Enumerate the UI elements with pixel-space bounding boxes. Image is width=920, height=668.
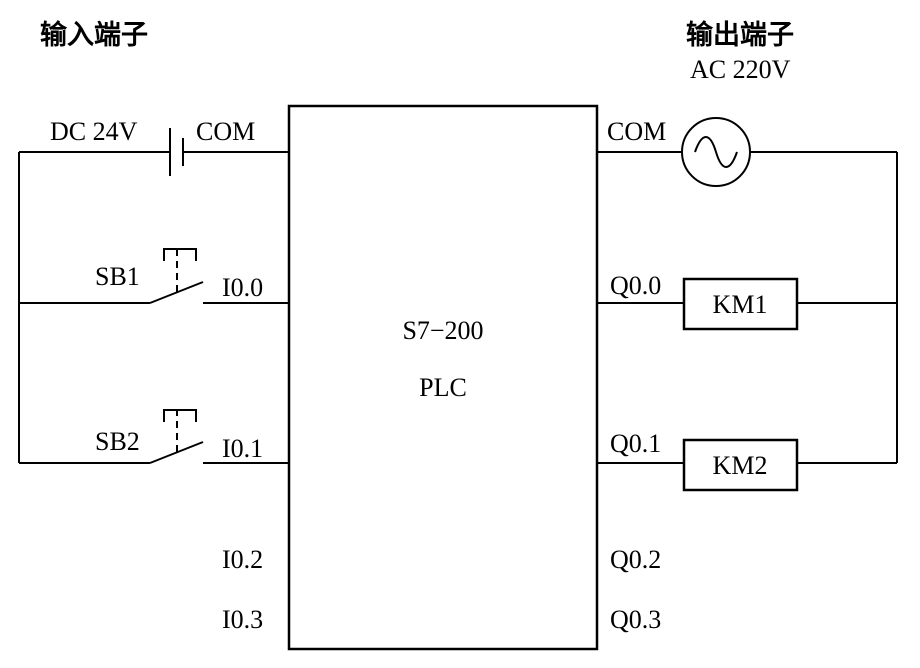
coil-km2-label: KM2 <box>713 451 768 480</box>
sb2-label: SB2 <box>95 427 140 456</box>
plc-name-label: PLC <box>419 373 467 402</box>
plc-model-label: S7−200 <box>402 316 483 345</box>
terminal-q01-label: Q0.1 <box>610 429 661 458</box>
terminal-i02-label: I0.2 <box>222 545 263 574</box>
coil-km2-box <box>682 438 799 492</box>
coil-km1-label: KM1 <box>713 290 768 319</box>
dc-supply-label: DC 24V <box>50 117 138 146</box>
battery-icon <box>169 128 184 176</box>
terminal-i03-label: I0.3 <box>222 605 263 634</box>
input-com-label: COM <box>196 117 255 146</box>
pushbutton-sb1-icon <box>149 248 204 304</box>
terminal-q00-label: Q0.0 <box>610 271 661 300</box>
terminal-q02-label: Q0.2 <box>610 545 661 574</box>
terminal-i00-label: I0.0 <box>222 273 263 302</box>
terminal-q03-label: Q0.3 <box>610 605 661 634</box>
ac-source-icon <box>681 117 751 187</box>
input-terminals-heading: 输入端子 <box>40 19 148 51</box>
sb1-label: SB1 <box>95 262 140 291</box>
terminal-i01-label: I0.1 <box>222 434 263 463</box>
output-terminals-heading: 输出端子 <box>686 19 794 51</box>
ac-supply-label: AC 220V <box>690 55 791 84</box>
pushbutton-sb2-icon <box>149 409 204 464</box>
output-com-label: COM <box>607 117 666 146</box>
plc-box <box>287 104 599 651</box>
